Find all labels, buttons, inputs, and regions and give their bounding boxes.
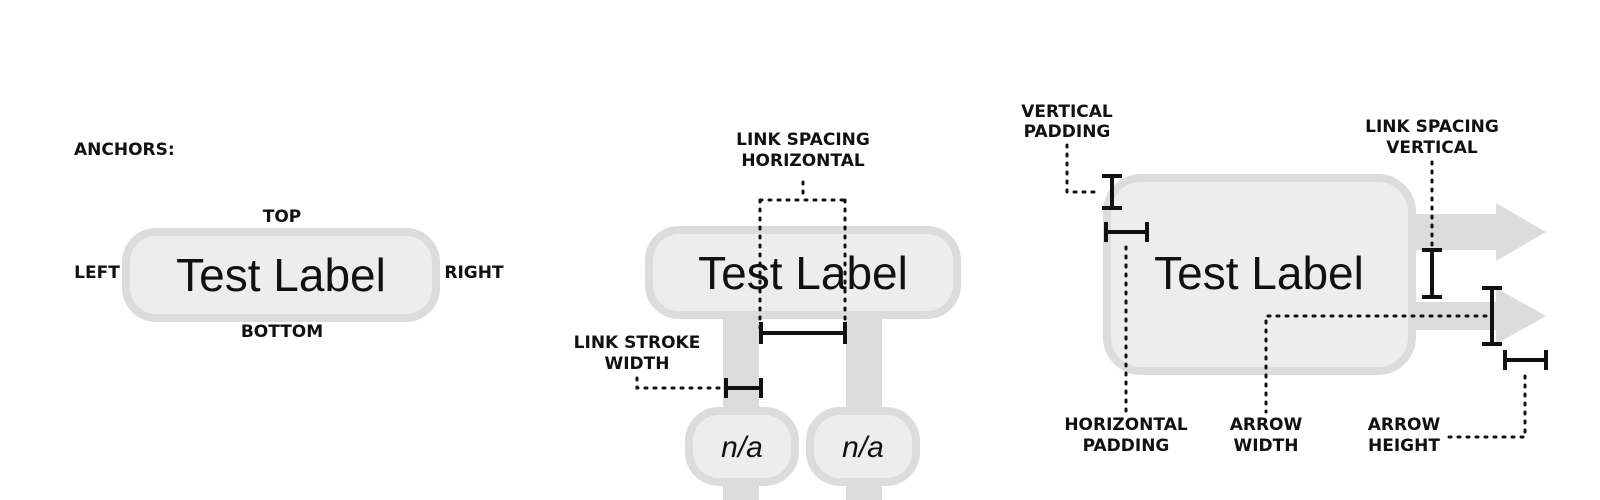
anchors-node-box	[122, 228, 440, 322]
anchor-left-label: LEFT	[74, 263, 120, 283]
anchor-right-label: RIGHT	[444, 263, 504, 283]
child-node-box-2	[806, 407, 920, 486]
arrow-width-line1: ARROW	[1230, 415, 1303, 435]
padding-node-label: Test Label	[1154, 247, 1364, 299]
link-stroke-width-line1: LINK STROKE	[574, 333, 701, 353]
arrow-height-line2: HEIGHT	[1368, 436, 1440, 456]
horizontal-padding-measure	[1104, 222, 1149, 242]
padding-node-box	[1103, 174, 1416, 375]
child-node-label-1: n/a	[721, 431, 763, 464]
arrow-width-leader	[1264, 314, 1488, 414]
vertical-padding-leader	[1065, 143, 1102, 194]
link-spacing-horizontal-measure	[759, 322, 847, 344]
arrow-width-line2: WIDTH	[1233, 436, 1298, 456]
horizontal-padding-line2: PADDING	[1083, 436, 1170, 456]
anchor-top-label: TOP	[263, 207, 302, 227]
arrow-width-measure	[1482, 286, 1502, 346]
padding-panel: Test Label VERTICAL PADDING HORIZONTAL P…	[1021, 102, 1548, 456]
link-spacing-horizontal-line2: HORIZONTAL	[741, 151, 865, 171]
anchors-node-label: Test Label	[176, 249, 386, 301]
links-node-label: Test Label	[698, 247, 908, 299]
child-node-box-1	[685, 407, 799, 486]
anchors-panel: ANCHORS: Test Label TOP LEFT RIGHT BOTTO…	[74, 140, 504, 342]
link-stroke-width-line2: WIDTH	[604, 354, 669, 374]
link-stroke-width-measure	[724, 378, 763, 398]
vertical-padding-measure	[1102, 174, 1122, 210]
link-stroke-width-leader	[635, 376, 726, 390]
links-panel: Test Label n/a n/a LINK SPACING HORIZONT…	[574, 130, 961, 500]
arrow-upper	[1408, 203, 1546, 261]
links-node-box	[645, 226, 961, 319]
horizontal-padding-line1: HORIZONTAL	[1064, 415, 1188, 435]
child-node-label-2: n/a	[842, 431, 884, 464]
anchors-title: ANCHORS:	[74, 140, 175, 160]
vertical-padding-line2: PADDING	[1024, 122, 1111, 142]
vertical-padding-line1: VERTICAL	[1021, 102, 1113, 122]
link-spacing-vertical-line2: VERTICAL	[1386, 138, 1478, 158]
link-spacing-horizontal-line1: LINK SPACING	[736, 130, 870, 150]
link-spacing-vertical-line1: LINK SPACING	[1365, 117, 1499, 137]
anchor-bottom-label: BOTTOM	[241, 322, 323, 342]
arrow-height-measure	[1503, 350, 1548, 370]
link-spacing-vertical-measure	[1422, 248, 1442, 299]
link-spacing-horizontal-leader	[758, 180, 847, 334]
arrow-height-line1: ARROW	[1368, 415, 1441, 435]
arrow-height-leader	[1446, 374, 1527, 439]
